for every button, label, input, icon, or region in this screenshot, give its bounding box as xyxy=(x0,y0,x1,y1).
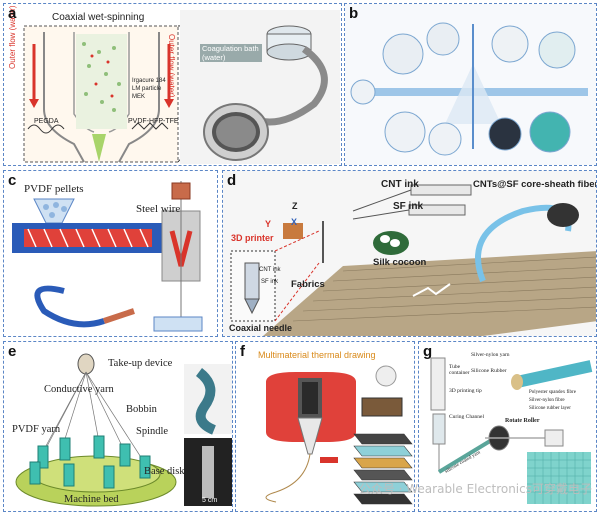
label-3d-printer: 3D printer xyxy=(231,233,274,243)
panel-b: b xyxy=(344,3,597,166)
axis-z: Z xyxy=(292,201,298,211)
label-bobbin: Bobbin xyxy=(126,404,157,415)
legend-polyester: Polyester spandex fibre xyxy=(529,390,576,395)
label-thermal-drawing: Multimaterial thermal drawing xyxy=(258,350,376,360)
panel-a-graphic xyxy=(23,10,340,164)
panel-c-graphic xyxy=(12,181,203,332)
material-pvdf: PVDF-HFP-TFE xyxy=(128,118,179,125)
label-coaxial-needle: Coaxial needle xyxy=(229,323,293,333)
label-base-disk: Base disk xyxy=(144,466,185,477)
label-core-sheath-fiber: CNTs@SF core-sheath fiber xyxy=(473,179,597,190)
legend-irgacure: Irgacure 184 xyxy=(132,78,166,84)
axis-x: X xyxy=(291,217,298,227)
label-cnt-ink: CNT ink xyxy=(381,179,419,190)
label-pvdf-yarn: PVDF yarn xyxy=(12,424,61,435)
panel-a-label: a xyxy=(8,5,17,22)
legend-mek: MEK xyxy=(132,94,146,100)
watermark: 公众号 · Wearable Electronics可穿戴电子 xyxy=(358,482,592,496)
panel-e: e Take-up device Conductive yarn Bobbin … xyxy=(3,341,233,512)
panel-c: c PVDF pellets Steel wire xyxy=(3,170,218,337)
panel-f-graphic xyxy=(265,365,413,505)
axis-y: Y xyxy=(265,219,272,229)
label-rotate-roller: Rotate Roller xyxy=(505,418,540,424)
label-curing-channel: Curing Channel xyxy=(449,414,484,420)
panel-a-title: Coaxial wet-spinning xyxy=(52,12,145,23)
label-spindle: Spindle xyxy=(136,426,169,437)
legend-silver-nylon: Silver-nylon fibre xyxy=(529,398,565,403)
panel-g-graphic xyxy=(430,357,593,504)
label-tube-container: Tube container xyxy=(449,364,470,376)
label-silicone-rubber: Silicone Rubber xyxy=(471,368,507,374)
panel-f-label: f xyxy=(240,343,245,360)
label-silver-nylon-yarn: Silver-nylon yarn xyxy=(471,352,510,358)
panel-d-label: d xyxy=(227,172,237,189)
panel-g-label: g xyxy=(423,343,433,360)
panel-b-label: b xyxy=(349,5,359,22)
panel-a: a xyxy=(3,3,342,166)
label-needle-cnt: CNT ink xyxy=(259,267,281,273)
label-printing-tip: 3D printing tip xyxy=(449,388,482,394)
panel-e-label: e xyxy=(8,343,17,360)
panel-d-graphic xyxy=(223,171,596,336)
label-silk-cocoon: Silk cocoon xyxy=(373,257,427,268)
panel-g: g Tube container Silver-nylon yarn Silic… xyxy=(418,341,597,512)
label-scale-bar: 5 cm xyxy=(202,497,218,504)
coagulation-bath: Coagulation bath (water) xyxy=(200,44,262,62)
label-take-up-device: Take-up device xyxy=(108,358,173,369)
panel-d: d Z Y X CNT ink SF ink CNT xyxy=(222,170,597,337)
label-fabrics: Fabrics xyxy=(291,279,325,290)
label-machine-bed: Machine bed xyxy=(64,494,119,505)
outer-flow-right: Outer flow (water) xyxy=(167,34,176,98)
label-needle-sf: SF ink xyxy=(261,279,279,285)
material-pegda: PEGDA xyxy=(34,118,59,125)
panel-e-graphic xyxy=(15,353,232,507)
legend-silicone-layer: Silicone rubber layer xyxy=(529,406,571,411)
panel-c-label: c xyxy=(8,172,17,189)
legend-lm-particle: LM particle xyxy=(132,86,162,92)
label-steel-wire: Steel wire xyxy=(136,203,181,215)
label-conductive-yarn: Conductive yarn xyxy=(44,384,114,395)
label-pvdf-pellets: PVDF pellets xyxy=(24,183,84,195)
panel-b-graphic xyxy=(345,4,596,165)
panel-f: f Multimaterial thermal drawing xyxy=(235,341,415,512)
label-sf-ink: SF ink xyxy=(393,201,424,212)
